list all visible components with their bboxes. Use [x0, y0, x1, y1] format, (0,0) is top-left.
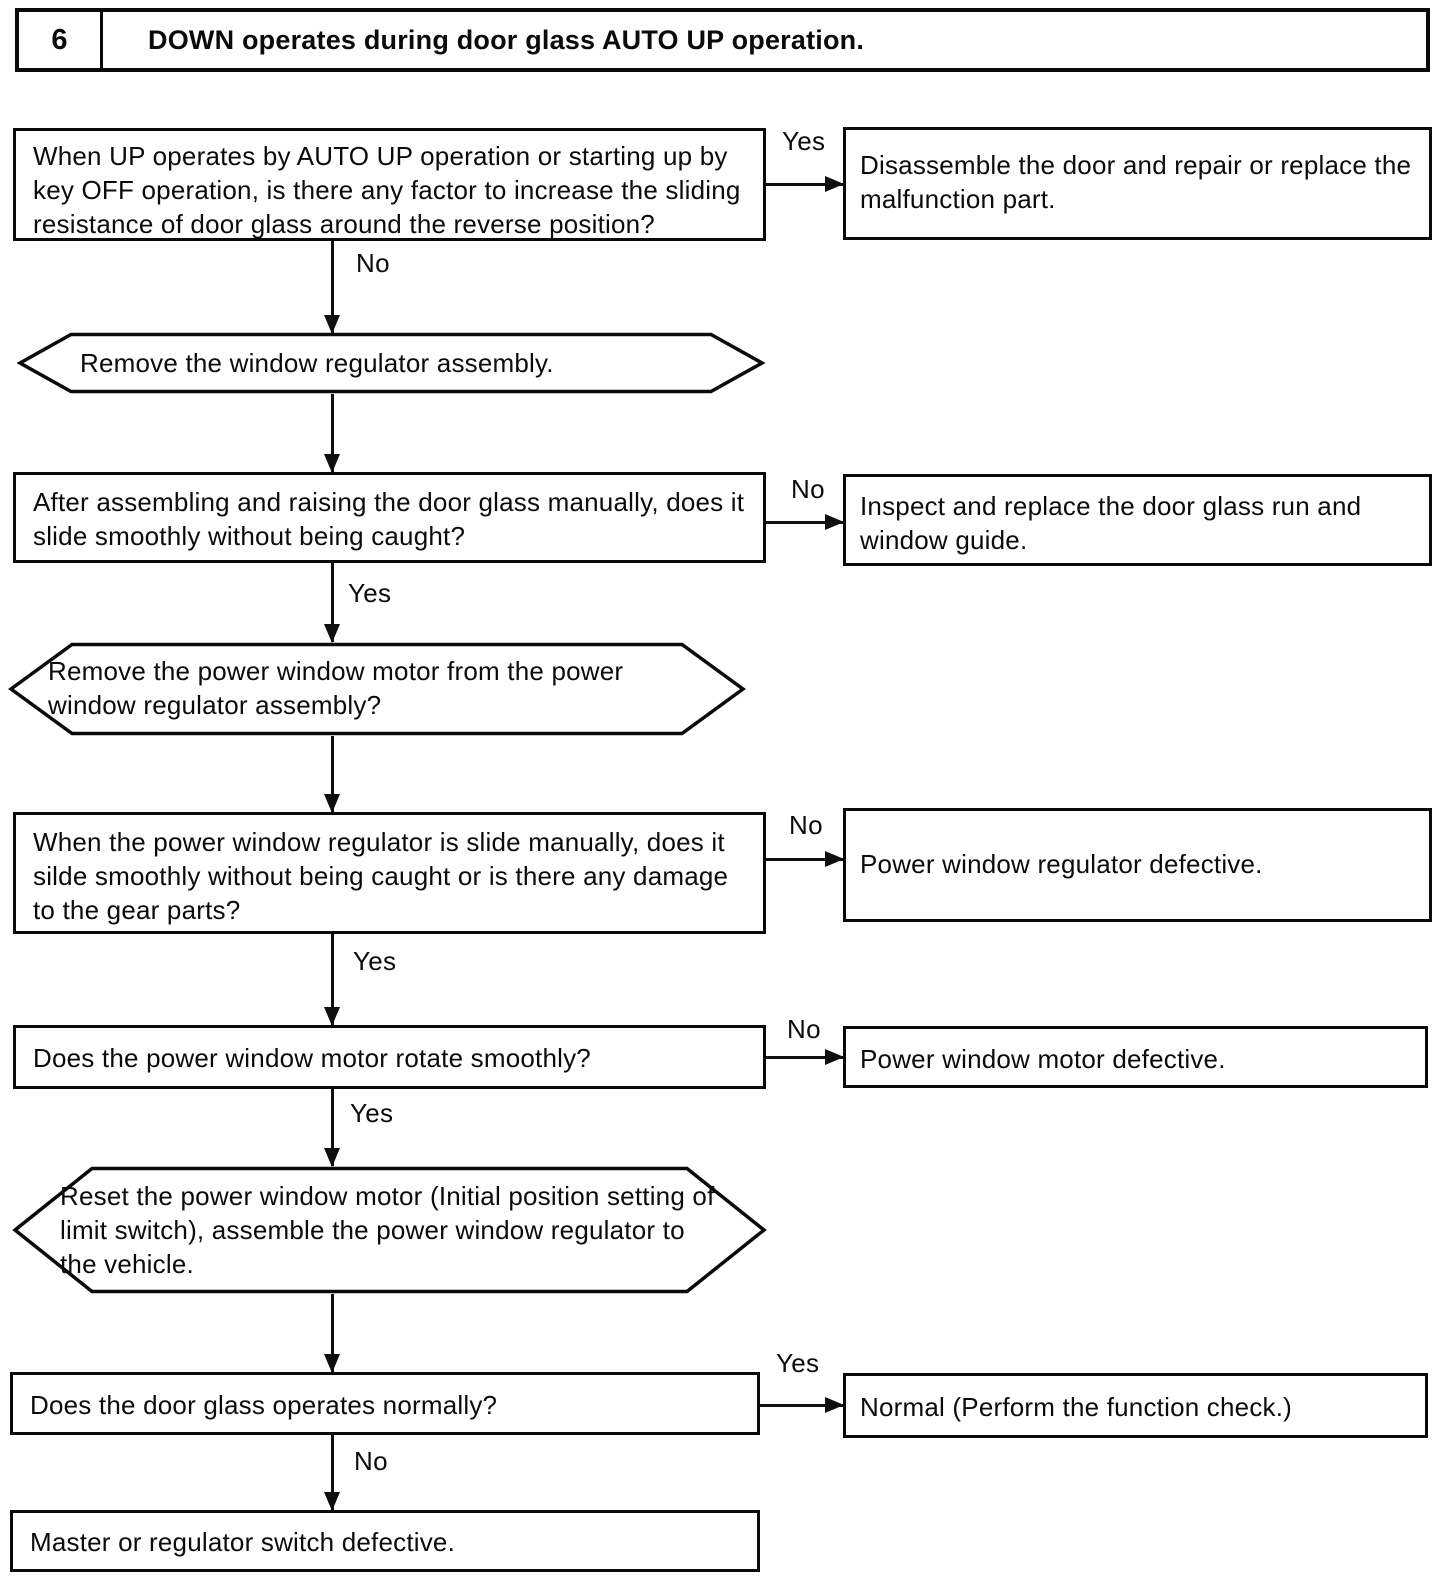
label-no-5: No — [354, 1446, 388, 1477]
label-yes-4: Yes — [350, 1098, 394, 1129]
decision-box-slide-smoothly: After assembling and raising the door gl… — [13, 472, 766, 563]
decision-box-reverse-position: When UP operates by AUTO UP operation or… — [13, 128, 766, 241]
section-number: 6 — [19, 12, 103, 68]
hexagon-shape-icon — [8, 642, 746, 736]
arrow-q1-no — [324, 241, 340, 334]
arrow-q2-yes — [324, 563, 340, 643]
label-no-3: No — [789, 810, 823, 841]
hexagon-shape-icon — [17, 332, 765, 394]
process-text: Reset the power window motor (Initial po… — [60, 1181, 715, 1279]
label-yes-5: Yes — [776, 1348, 820, 1379]
section-title: DOWN operates during door glass AUTO UP … — [148, 24, 865, 55]
decision-box-regulator-slide: When the power window regulator is slide… — [13, 812, 766, 934]
label-yes-3: Yes — [353, 946, 397, 977]
result-box-disassemble-door: Disassemble the door and repair or repla… — [843, 127, 1432, 240]
process-hexagon-reset-motor: Reset the power window motor (Initial po… — [12, 1166, 767, 1294]
arrow-q5-yes — [760, 1397, 844, 1413]
result-box-glass-run: Inspect and replace the door glass run a… — [843, 474, 1432, 566]
arrow-q5-no — [324, 1435, 340, 1511]
result-box-normal: Normal (Perform the function check.) — [843, 1373, 1428, 1438]
result-box-regulator-defective: Power window regulator defective. — [843, 808, 1432, 922]
arrow-q4-no — [766, 1049, 844, 1065]
result-box-switch-defective: Master or regulator switch defective. — [10, 1510, 760, 1572]
label-no-1: No — [356, 248, 390, 279]
process-text: Remove the power window motor from the p… — [48, 656, 624, 720]
label-yes-2: Yes — [348, 578, 392, 609]
decision-box-glass-normal: Does the door glass operates normally? — [10, 1372, 760, 1435]
arrow-q2-no — [766, 514, 844, 530]
result-box-motor-defective: Power window motor defective. — [843, 1026, 1428, 1088]
hexagon-shape-icon — [12, 1166, 767, 1294]
process-hexagon-remove-regulator: Remove the window regulator assembly. — [17, 332, 765, 394]
process-text: Remove the window regulator assembly. — [80, 348, 554, 378]
arrow-q1-yes — [766, 176, 844, 192]
arrow-q3-yes — [324, 934, 340, 1026]
decision-box-motor-rotate: Does the power window motor rotate smoot… — [13, 1025, 766, 1089]
arrow-q3-no — [766, 851, 844, 867]
label-no-4: No — [787, 1014, 821, 1045]
arrow-p3-down — [324, 1294, 340, 1373]
arrow-q4-yes — [324, 1089, 340, 1167]
arrow-p1-down — [324, 394, 340, 473]
arrow-p2-down — [324, 736, 340, 813]
label-no-2: No — [791, 474, 825, 505]
process-hexagon-remove-motor: Remove the power window motor from the p… — [8, 642, 746, 736]
label-yes-1: Yes — [782, 126, 826, 157]
flowchart-header: 6 DOWN operates during door glass AUTO U… — [15, 8, 1430, 72]
